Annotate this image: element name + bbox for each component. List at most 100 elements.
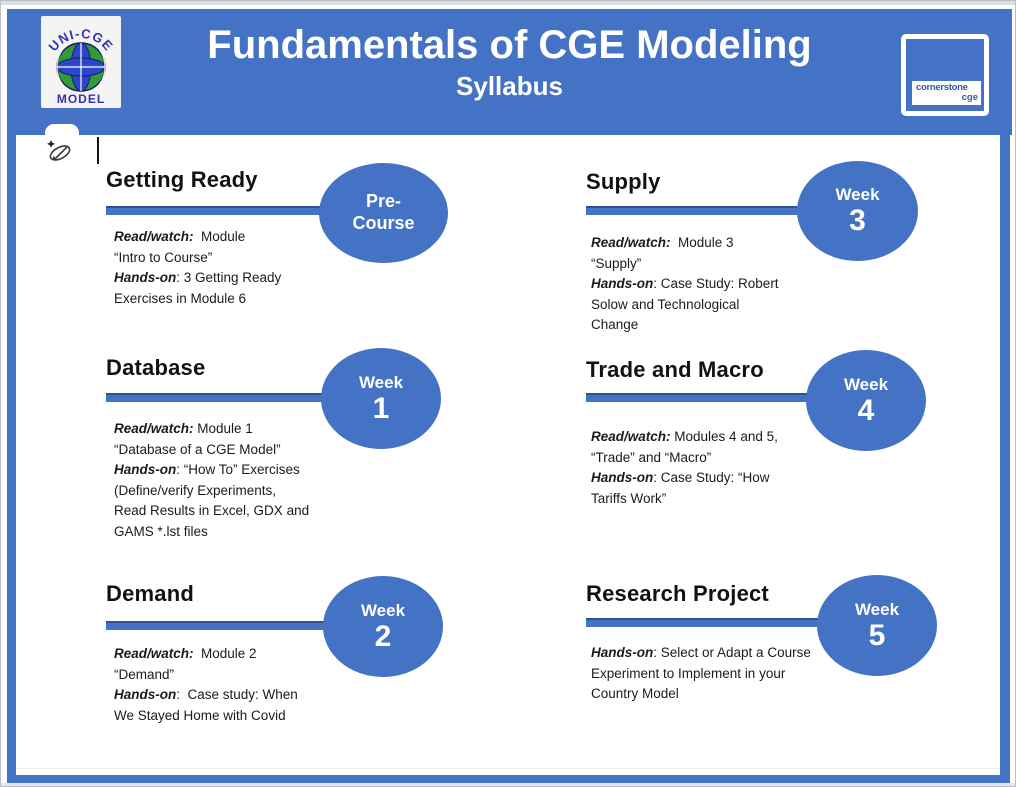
section-body: Read/watch: Modules 4 and 5, “Trade” and… [591,427,901,509]
text-line: (Define/verify Experiments, [114,481,424,502]
section-title: Research Project [586,581,769,606]
line-text: Experiment to Implement in your [591,665,786,681]
footer-hairline [16,768,1000,769]
cge-word: cge [961,92,978,104]
text-line: Hands-on: Case study: When [114,685,424,706]
line-label: Read/watch: [591,235,671,250]
section-getting-ready: Getting Ready Pre- Course Read/watch: Mo… [106,163,471,306]
badge-line2: 4 [857,393,875,427]
title-underline-bar [586,618,886,627]
badge-line1: Week [854,599,900,619]
line-text: Country Model [591,686,679,701]
line-text: : Case Study: “How [653,470,770,485]
text-line: Read/watch: Module 2 [114,644,424,665]
week-1-badge: Week 1 [321,348,441,449]
line-text: Tariffs Work” [591,490,667,506]
line-text: : Case Study: Robert [653,276,779,291]
line-text: Read Results in Excel, GDX and [114,503,310,518]
line-text: “Intro to Course” [114,249,213,265]
line-text: “Supply” [591,255,642,271]
badge-line1: Pre- [365,190,401,211]
section-title: Getting Ready [106,167,258,192]
text-line: “Supply” [591,254,901,275]
week-5-badge: Week 5 [817,575,937,676]
uni-cge-model-text: MODEL [57,92,105,106]
line-text: Module 2 [193,646,257,661]
line-text: Solow and Technological [591,296,740,312]
text-line: “Demand” [114,665,424,686]
week-4-badge: Week 4 [806,350,926,451]
line-text: “Trade” and “Macro” [591,449,712,465]
section-body: Hands-on: Select or Adapt a Course Exper… [591,643,901,705]
cornerstone-word: cornerstone [916,82,968,94]
line-label: Read/watch: [114,646,194,661]
section-body: Read/watch: Module 3 “Supply” Hands-on: … [591,233,901,336]
section-demand: Demand Week 2 Read/watch: Module 2 “Dema… [106,576,471,723]
text-line: Read/watch: Module 3 [591,233,901,254]
section-trade-and-macro: Trade and Macro Week 4 Read/watch: Modul… [586,350,951,506]
line-text: : 3 Getting Ready [176,270,282,285]
cornerstone-logo-text: cornerstone cge [912,81,981,105]
section-body: Read/watch: Module 2 “Demand” Hands-on: … [114,644,424,726]
window-edge-top [1,1,1015,5]
text-line: Experiment to Implement in your [591,664,901,685]
line-text: Module 3 [670,235,734,250]
text-line: Hands-on: Case Study: “How [591,468,901,489]
line-text: “Demand” [114,666,175,682]
section-body: Read/watch: Module 1 “Database of a CGE … [114,419,424,542]
line-text: “Database of a CGE Model” [114,441,281,457]
window-edge-bottom [1,783,1015,786]
text-line: Tariffs Work” [591,489,901,510]
page-subtitle: Syllabus [456,71,563,101]
globe-icon: UNI-CGE MODEL [45,26,115,106]
text-line: “Intro to Course” [114,248,424,269]
text-line: We Stayed Home with Covid [114,706,424,727]
line-label: Read/watch: [114,421,194,436]
line-label: Read/watch: [591,429,671,444]
week-3-badge: Week 3 [797,161,918,261]
line-label: Read/watch: [114,229,194,244]
section-database: Database Week 1 Read/watch: Module 1 “Da… [106,348,471,539]
section-body: Read/watch: Module “Intro to Course” Han… [114,227,424,309]
section-title: Demand [106,581,194,606]
title-underline-bar [106,621,393,630]
line-text: Module [193,229,246,244]
line-text: Module 1 [193,421,253,436]
section-supply: Supply Week 3 Read/watch: Module 3 “Supp… [586,161,951,332]
week-2-badge: Week 2 [323,576,443,677]
section-title: Trade and Macro [586,357,764,382]
badge-line2: 3 [849,204,866,238]
badge-line2: Course [352,213,415,234]
title-underline-bar [106,206,386,215]
title-underline-bar [586,393,876,402]
text-line: Read Results in Excel, GDX and [114,501,424,522]
text-line: Hands-on: Case Study: Robert [591,274,901,295]
text-line: Hands-on: “How To” Exercises [114,460,424,481]
badge-line2: 1 [372,391,390,425]
badge-line1: Week [358,372,404,392]
text-line: Read/watch: Modules 4 and 5, [591,427,901,448]
line-text: We Stayed Home with Covid [114,707,286,723]
title-underline-bar [586,206,866,215]
line-text: Change [591,317,639,332]
line-text: : Case study: When [176,687,298,702]
text-line: Hands-on: 3 Getting Ready [114,268,424,289]
edit-tool-tab[interactable] [45,124,79,138]
badge-line1: Week [835,185,880,205]
ink-pencil-sparkle-icon[interactable] [43,137,75,165]
badge-line2: 2 [374,619,392,653]
section-title: Database [106,355,206,380]
section-research-project: Research Project Week 5 Hands-on: Select… [586,575,951,701]
cornerstone-logo: cornerstone cge [901,34,989,116]
line-label: Hands-on [114,687,177,702]
text-line: Country Model [591,684,901,705]
line-label: Hands-on [591,470,654,485]
title-underline-bar [106,393,393,402]
line-label: Hands-on [591,645,654,660]
line-text: : “How To” Exercises [176,462,300,477]
text-line: Read/watch: Module 1 [114,419,424,440]
text-line: GAMS *.lst files [114,522,424,543]
page-title: Fundamentals of CGE Modeling [207,23,812,67]
section-title: Supply [586,169,661,194]
